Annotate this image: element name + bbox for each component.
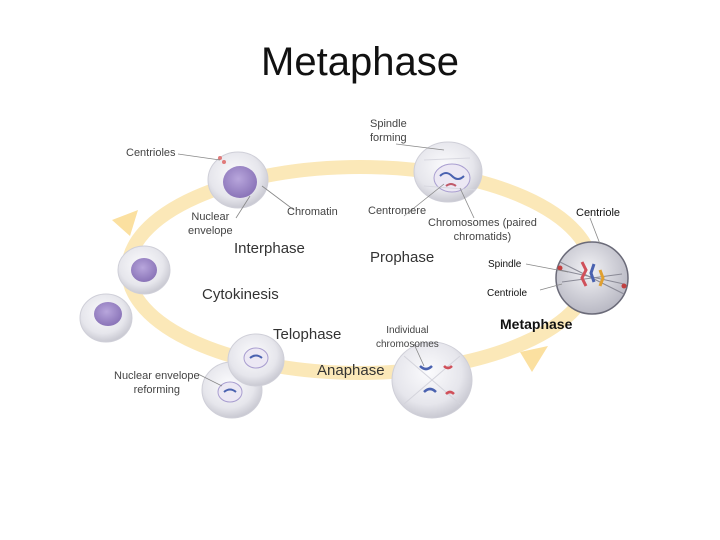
interphase-cell (207, 151, 269, 209)
centriole-top-label: Centriole (576, 207, 621, 219)
telophase-cell (201, 333, 285, 419)
cycle-ring (121, 160, 599, 380)
chromatin-label: Chromatin (287, 206, 338, 218)
cycle-arrow-left (112, 210, 138, 236)
phase-interphase: Interphase (234, 240, 305, 257)
centrioles-label: Centrioles (126, 147, 176, 159)
phase-cytokinesis: Cytokinesis (202, 286, 279, 303)
spindle-forming-line1: Spindle (370, 118, 407, 130)
page-title: Metaphase (261, 40, 459, 84)
phase-telophase: Telophase (273, 326, 342, 343)
individual-chromosomes-label: Individual chromosomes (376, 324, 439, 352)
anaphase-cell (391, 341, 473, 419)
individual-chromosomes-line1: Individual (386, 325, 429, 336)
phase-anaphase: Anaphase (317, 362, 385, 379)
centriole-bottom-label: Centriole (487, 288, 528, 299)
cycle-arrow-right (520, 346, 548, 372)
chromosomes-label: Chromosomes (paired chromatids) (428, 216, 537, 244)
centromere-label: Centromere (368, 205, 427, 217)
cytokinesis-cell-bottom (79, 293, 133, 343)
individual-chromosomes-line2: chromosomes (376, 339, 439, 350)
nuclear-reforming-line2: reforming (133, 384, 181, 396)
spindle-forming-line2: forming (370, 132, 407, 144)
phase-metaphase: Metaphase (500, 316, 573, 332)
nuclear-envelope-line2: envelope (188, 225, 233, 237)
nuclear-envelope-line1: Nuclear (191, 211, 230, 223)
spindle-label: Spindle (488, 259, 522, 270)
spindle-forming-label: Spindle forming (370, 117, 407, 145)
phase-prophase: Prophase (370, 249, 435, 266)
cytokinesis-cell-top (117, 245, 171, 295)
nuclear-reforming-line1: Nuclear envelope (114, 370, 200, 382)
prophase-cell (413, 141, 483, 203)
chromosomes-line1: Chromosomes (paired (428, 217, 537, 229)
nuclear-envelope-label: Nuclear envelope (188, 210, 233, 238)
chromosomes-line2: chromatids) (453, 231, 512, 243)
metaphase-cell (555, 241, 629, 315)
nuclear-envelope-reforming-label: Nuclear envelope reforming (114, 369, 200, 397)
